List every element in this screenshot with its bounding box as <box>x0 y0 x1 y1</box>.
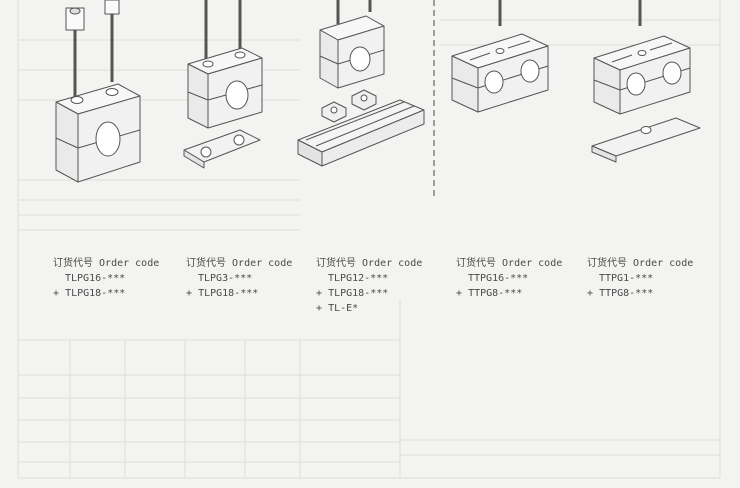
clamp-drawing-3 <box>297 0 425 167</box>
order-code-line: TLPG3-*** <box>198 273 253 284</box>
order-code-line: + TTPG8-*** <box>587 288 654 299</box>
order-code-line: + TTPG8-*** <box>456 288 523 299</box>
clamp-drawing-1 <box>55 0 141 183</box>
clamp-drawing-2 <box>183 0 263 169</box>
order-code-line: + TL-E* <box>316 303 359 314</box>
order-code-block-4: 订货代号 Order code TTPG16-*** + TTPG8-*** <box>456 256 562 301</box>
order-code-heading: 订货代号 Order code <box>186 258 293 269</box>
order-code-block-2: 订货代号 Order code TLPG3-*** + TLPG18-*** <box>186 256 292 301</box>
order-code-line: + TLPG18-*** <box>186 288 259 299</box>
order-code-heading: 订货代号 Order code <box>456 258 563 269</box>
order-code-block-1: 订货代号 Order code TLPG16-*** + TLPG18-*** <box>53 256 159 301</box>
order-code-heading: 订货代号 Order code <box>587 258 694 269</box>
order-code-line: TTPG1-*** <box>599 273 654 284</box>
order-code-line: TLPG12-*** <box>328 273 389 284</box>
order-code-heading: 订货代号 Order code <box>53 258 160 269</box>
clamp-drawing-4 <box>451 0 549 113</box>
order-code-line: TTPG16-*** <box>468 273 529 284</box>
order-code-line: TLPG16-*** <box>65 273 126 284</box>
order-code-block-3: 订货代号 Order code TLPG12-*** + TLPG18-*** … <box>316 256 422 316</box>
order-code-line: + TLPG18-*** <box>316 288 389 299</box>
order-code-heading: 订货代号 Order code <box>316 258 423 269</box>
order-code-line: + TLPG18-*** <box>53 288 126 299</box>
order-code-block-5: 订货代号 Order code TTPG1-*** + TTPG8-*** <box>587 256 693 301</box>
clamp-drawing-5 <box>591 0 701 163</box>
